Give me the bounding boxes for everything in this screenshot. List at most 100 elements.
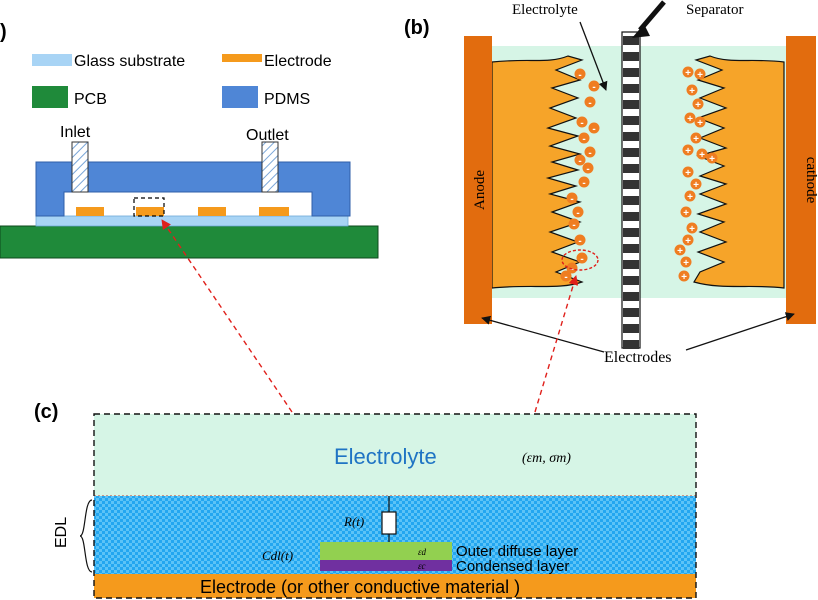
separator-stripe [623, 68, 639, 77]
cation: + [696, 148, 708, 161]
legend-label-pcb: PCB [74, 91, 107, 108]
condensed-layer [320, 560, 452, 571]
separator-stripe [623, 260, 639, 269]
ion-highlight-ellipse [561, 249, 599, 271]
separator-stripe [623, 196, 639, 205]
zoom-arrow-b-to-c [534, 275, 579, 413]
anion: - [578, 132, 590, 145]
legend-label-electrode: Electrode [264, 53, 332, 70]
outlet-tube [261, 141, 279, 193]
svg-text:-: - [578, 236, 581, 247]
cation: + [680, 256, 692, 269]
svg-text:+: + [677, 246, 683, 257]
separator-stripe [623, 212, 639, 221]
svg-text:-: - [580, 254, 583, 265]
condensed-symbol: εc [418, 561, 426, 571]
outer-diffuse-layer [320, 542, 452, 560]
inlet-label: Inlet [60, 124, 91, 141]
svg-text:-: - [576, 208, 579, 219]
cation: + [682, 166, 694, 179]
svg-text:+: + [689, 86, 695, 97]
edl-brace [79, 499, 93, 573]
separator-label: Separator [686, 2, 743, 18]
svg-text:+: + [693, 134, 699, 145]
anion: - [572, 206, 584, 219]
panel-b-label: (b) [404, 17, 430, 39]
svg-text:-: - [570, 194, 573, 205]
anion: - [574, 234, 586, 247]
svg-text:-: - [582, 134, 585, 145]
anion: - [574, 68, 586, 81]
svg-text:+: + [685, 68, 691, 79]
electrodes-pointer-right [685, 312, 795, 351]
cation: + [674, 244, 686, 257]
svg-text:-: - [578, 156, 581, 167]
separator-stripe [623, 52, 639, 61]
svg-text:+: + [683, 208, 689, 219]
svg-text:+: + [685, 168, 691, 179]
electrolyte-bulk [94, 414, 696, 496]
svg-text:+: + [683, 258, 689, 269]
anion: - [560, 270, 572, 283]
electrode-layer [94, 574, 696, 598]
anion: - [588, 80, 600, 93]
separator-stripe [623, 340, 639, 349]
anion-group: ----------------- [560, 68, 600, 283]
zoom-arrow-a-to-c [161, 219, 293, 413]
glass-substrate [35, 215, 349, 227]
separator [621, 31, 641, 349]
legend-swatch-pcb [32, 86, 68, 108]
anion: - [584, 146, 596, 159]
panel-b: (b) Anode cathode ----------------- ++++… [404, 0, 818, 366]
svg-text:-: - [586, 164, 589, 175]
separator-stripe [623, 84, 639, 93]
svg-text:+: + [709, 154, 715, 165]
separator-stripe [623, 116, 639, 125]
separator-pointer-head [632, 24, 650, 38]
panel-c: (c) Electrolyte (εm, σm) EDL R(t) Cdl(t)… [34, 401, 697, 599]
legend-label-pdms: PDMS [264, 91, 310, 108]
outer-diffuse-label: Outer diffuse layer [456, 543, 578, 560]
separator-stripe [623, 148, 639, 157]
anion: - [566, 192, 578, 205]
electrode-pad [198, 207, 226, 216]
svg-text:+: + [697, 70, 703, 81]
electrolyte-c-label: Electrolyte [334, 444, 437, 469]
svg-text:-: - [578, 70, 581, 81]
electrode-c-label: Electrode (or other conductive material … [200, 577, 520, 597]
legend-swatch-glass [32, 54, 72, 66]
cation: + [680, 206, 692, 219]
svg-text:+: + [687, 192, 693, 203]
legend-swatch-pdms [222, 86, 258, 108]
cathode-label: cathode [803, 157, 818, 204]
electrode-pad [76, 207, 104, 216]
cation: + [686, 222, 698, 235]
anion: - [576, 116, 588, 129]
resistor [381, 511, 397, 535]
cation: + [706, 152, 718, 165]
legend: Glass substrate Electrode PCB PDMS [32, 53, 332, 108]
cation: + [684, 112, 696, 125]
svg-text:+: + [687, 114, 693, 125]
anion: - [582, 162, 594, 175]
svg-text:+: + [695, 100, 701, 111]
inlet-tube [71, 141, 89, 193]
cation: + [678, 270, 690, 283]
electrolyte-label: Electrolyte [512, 2, 578, 18]
cation: + [692, 98, 704, 111]
separator-stripe [623, 324, 639, 333]
separator-stripe [623, 244, 639, 253]
svg-text:-: - [572, 220, 575, 231]
svg-text:-: - [592, 82, 595, 93]
electrode-pad [259, 207, 289, 216]
panel-c-frame [93, 413, 697, 599]
legend-label-glass: Glass substrate [74, 53, 185, 70]
cation: + [690, 178, 702, 191]
cation-group: +++++++++++++++++++ [674, 66, 718, 283]
legend-swatch-electrode [222, 54, 262, 62]
panel-a-label: ) [0, 21, 7, 43]
svg-text:-: - [564, 272, 567, 283]
separator-stripe [623, 228, 639, 237]
chip-cross-section: Inlet Outlet [0, 124, 379, 259]
cation: + [690, 132, 702, 145]
